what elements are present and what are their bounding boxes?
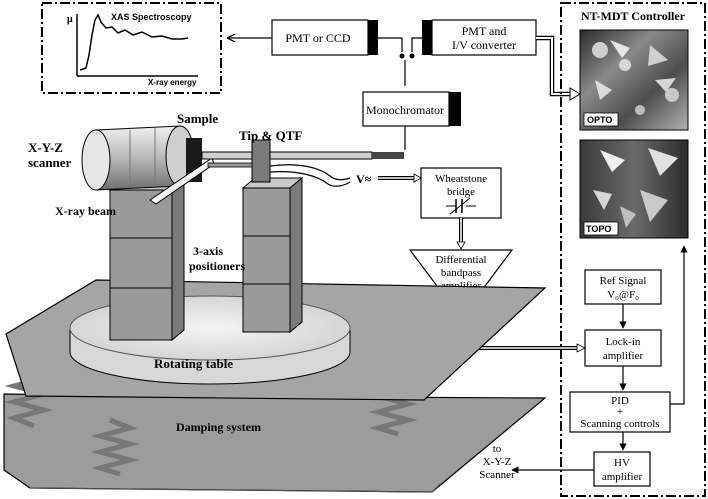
arrow-pid-to-images bbox=[670, 245, 688, 405]
xas-panel-title: XAS Spectroscopy bbox=[111, 12, 192, 22]
hv-label-line1: HV bbox=[614, 457, 630, 469]
pid-label-line1: PID bbox=[611, 395, 629, 407]
ref-signal-label-line1: Ref Signal bbox=[600, 275, 647, 287]
lockin-label-line1: Lock-in bbox=[606, 336, 641, 348]
lockin-amplifier-box: Lock-in amplifier bbox=[584, 329, 662, 367]
pmt-iv-label-line1: PMT and bbox=[462, 24, 507, 38]
damping-system-label: Damping system bbox=[176, 420, 261, 434]
wire-lower bbox=[269, 171, 351, 187]
damping-plate bbox=[3, 393, 547, 493]
rotating-table-label: Rotating table bbox=[154, 356, 233, 371]
hv-amplifier-box: HV amplifier bbox=[593, 451, 651, 487]
switch-line-right bbox=[411, 37, 424, 52]
to-scanner-line2: X-Y-Z bbox=[483, 456, 512, 468]
wire-upper bbox=[269, 164, 351, 181]
wheatstone-label-line1: Wheatstone bbox=[435, 173, 487, 185]
positioners-label-line1: 3-axis bbox=[193, 244, 223, 258]
variable-capacitor-icon bbox=[446, 197, 476, 215]
pmt-ccd-box: PMT or CCD bbox=[271, 19, 378, 56]
tip-qtf-label: Tip & QTF bbox=[239, 128, 302, 143]
xas-x-axis-label: X-ray energy bbox=[148, 78, 197, 87]
to-scanner-line1: to bbox=[493, 443, 502, 455]
arrow-pmt-to-controller-head bbox=[569, 87, 581, 101]
xray-beam-label: X-ray beam bbox=[55, 204, 116, 218]
xas-spectrum-curve bbox=[79, 13, 189, 71]
voltage-label: V≈ bbox=[356, 172, 372, 186]
monochromator-label: Monochromator bbox=[366, 103, 444, 117]
opto-label: OPTO bbox=[587, 115, 612, 125]
topo-label: TOPO bbox=[586, 224, 611, 234]
xyz-scanner-cylinder bbox=[81, 125, 195, 191]
to-scanner-line3: Scanner bbox=[479, 469, 515, 481]
monochromator-box: Monochromator bbox=[362, 91, 461, 127]
tip-holder-arm bbox=[201, 139, 404, 183]
topo-image: TOPO bbox=[579, 139, 689, 239]
hv-label-line2: amplifier bbox=[602, 471, 643, 483]
xas-y-axis-label: μ bbox=[67, 14, 73, 25]
pmt-ccd-label: PMT or CCD bbox=[285, 31, 350, 45]
xyz-scanner-label-line2: scanner bbox=[28, 155, 72, 170]
controller-title: NT-MDT Controller bbox=[581, 9, 686, 23]
pmt-iv-label-line2: I/V converter bbox=[452, 38, 516, 52]
spring-middle bbox=[90, 417, 140, 477]
wheatstone-bridge-box: Wheatstone bridge bbox=[420, 167, 502, 219]
wheatstone-label-line2: bridge bbox=[447, 186, 475, 198]
positioner-right bbox=[241, 176, 304, 334]
diff-amp-label-line2: bandpass bbox=[441, 267, 481, 279]
nt-mdt-controller-panel: NT-MDT Controller OPTO TOPO bbox=[560, 2, 706, 497]
diff-amp-label-line1: Differential bbox=[435, 254, 486, 266]
arrow-pmt-to-controller-outer bbox=[536, 35, 572, 97]
sample-label: Sample bbox=[177, 111, 218, 126]
xyz-scanner-label-line1: X-Y-Z bbox=[28, 140, 63, 155]
pid-scanning-box: PID + Scanning controls bbox=[569, 391, 671, 433]
pid-label-line3: Scanning controls bbox=[580, 418, 659, 430]
opto-image: OPTO bbox=[579, 29, 689, 131]
switch-node-left bbox=[399, 53, 405, 59]
ref-signal-box: Ref Signal V₀@F₀ bbox=[584, 269, 662, 305]
xas-spectroscopy-panel: μ XAS Spectroscopy X-ray energy bbox=[41, 2, 222, 94]
pid-label-line2: + bbox=[617, 406, 623, 418]
positioner-left bbox=[108, 178, 186, 342]
positioners-label-line2: positioners bbox=[189, 259, 245, 273]
switch-node-right bbox=[409, 53, 415, 59]
switch-line-left bbox=[378, 37, 403, 52]
pmt-iv-converter-box: PMT and I/V converter bbox=[422, 19, 537, 56]
ref-signal-label-line2: V₀@F₀ bbox=[607, 289, 639, 301]
lockin-label-line2: amplifier bbox=[603, 350, 644, 362]
